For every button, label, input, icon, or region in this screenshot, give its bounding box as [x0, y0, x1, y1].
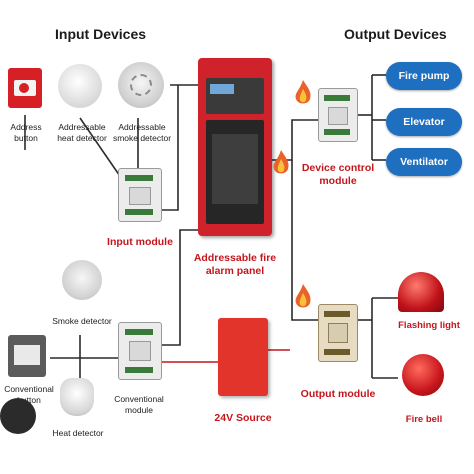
- address-button-device: [8, 68, 42, 108]
- input-module-device: [118, 168, 162, 222]
- input-devices-heading: Input Devices: [55, 26, 147, 42]
- flame-icon: [273, 150, 289, 174]
- ventilator-pill: Ventilator: [386, 148, 462, 176]
- fire-alarm-panel-label: Addressable fire alarm panel: [193, 252, 277, 278]
- heat-detector-2-label: Heat detector: [52, 428, 104, 438]
- smoke-detector-2-device: [62, 260, 102, 300]
- output-devices-heading: Output Devices: [344, 26, 447, 42]
- fire-bell-label: Fire bell: [405, 414, 443, 425]
- smoke-detector-device: [118, 62, 164, 108]
- power-source-label: 24V Source: [214, 412, 272, 424]
- output-module-label: Output module: [300, 388, 376, 400]
- input-module-label: Input module: [107, 236, 173, 248]
- device-control-module-device: [318, 88, 358, 142]
- overlay-badge[interactable]: [0, 398, 36, 434]
- fire-pump-pill: Fire pump: [386, 62, 462, 90]
- fire-alarm-panel-device: [198, 58, 272, 236]
- flashing-light-label: Flashing light: [398, 320, 460, 331]
- heat-detector-label: Addressable heat detector: [57, 122, 107, 143]
- smoke-detector-label: Addressable smoke detector: [112, 122, 172, 143]
- heat-detector-device: [58, 64, 102, 108]
- flame-icon: [295, 284, 311, 308]
- conventional-button-device: [8, 335, 46, 377]
- power-source-device: [218, 318, 268, 396]
- conventional-button-label: Conventional button: [4, 384, 54, 405]
- heat-detector-2-device: [60, 378, 94, 416]
- fire-bell-device: [402, 354, 444, 396]
- flashing-light-device: [398, 272, 444, 312]
- output-module-device: [318, 304, 358, 362]
- flame-icon: [295, 80, 311, 104]
- elevator-pill: Elevator: [386, 108, 462, 136]
- device-control-module-label: Device control module: [301, 162, 375, 188]
- address-button-label: Address button: [10, 122, 42, 143]
- smoke-detector-2-label: Smoke detector: [52, 316, 112, 326]
- conventional-module-device: [118, 322, 162, 380]
- conventional-module-label: Conventional module: [114, 394, 164, 415]
